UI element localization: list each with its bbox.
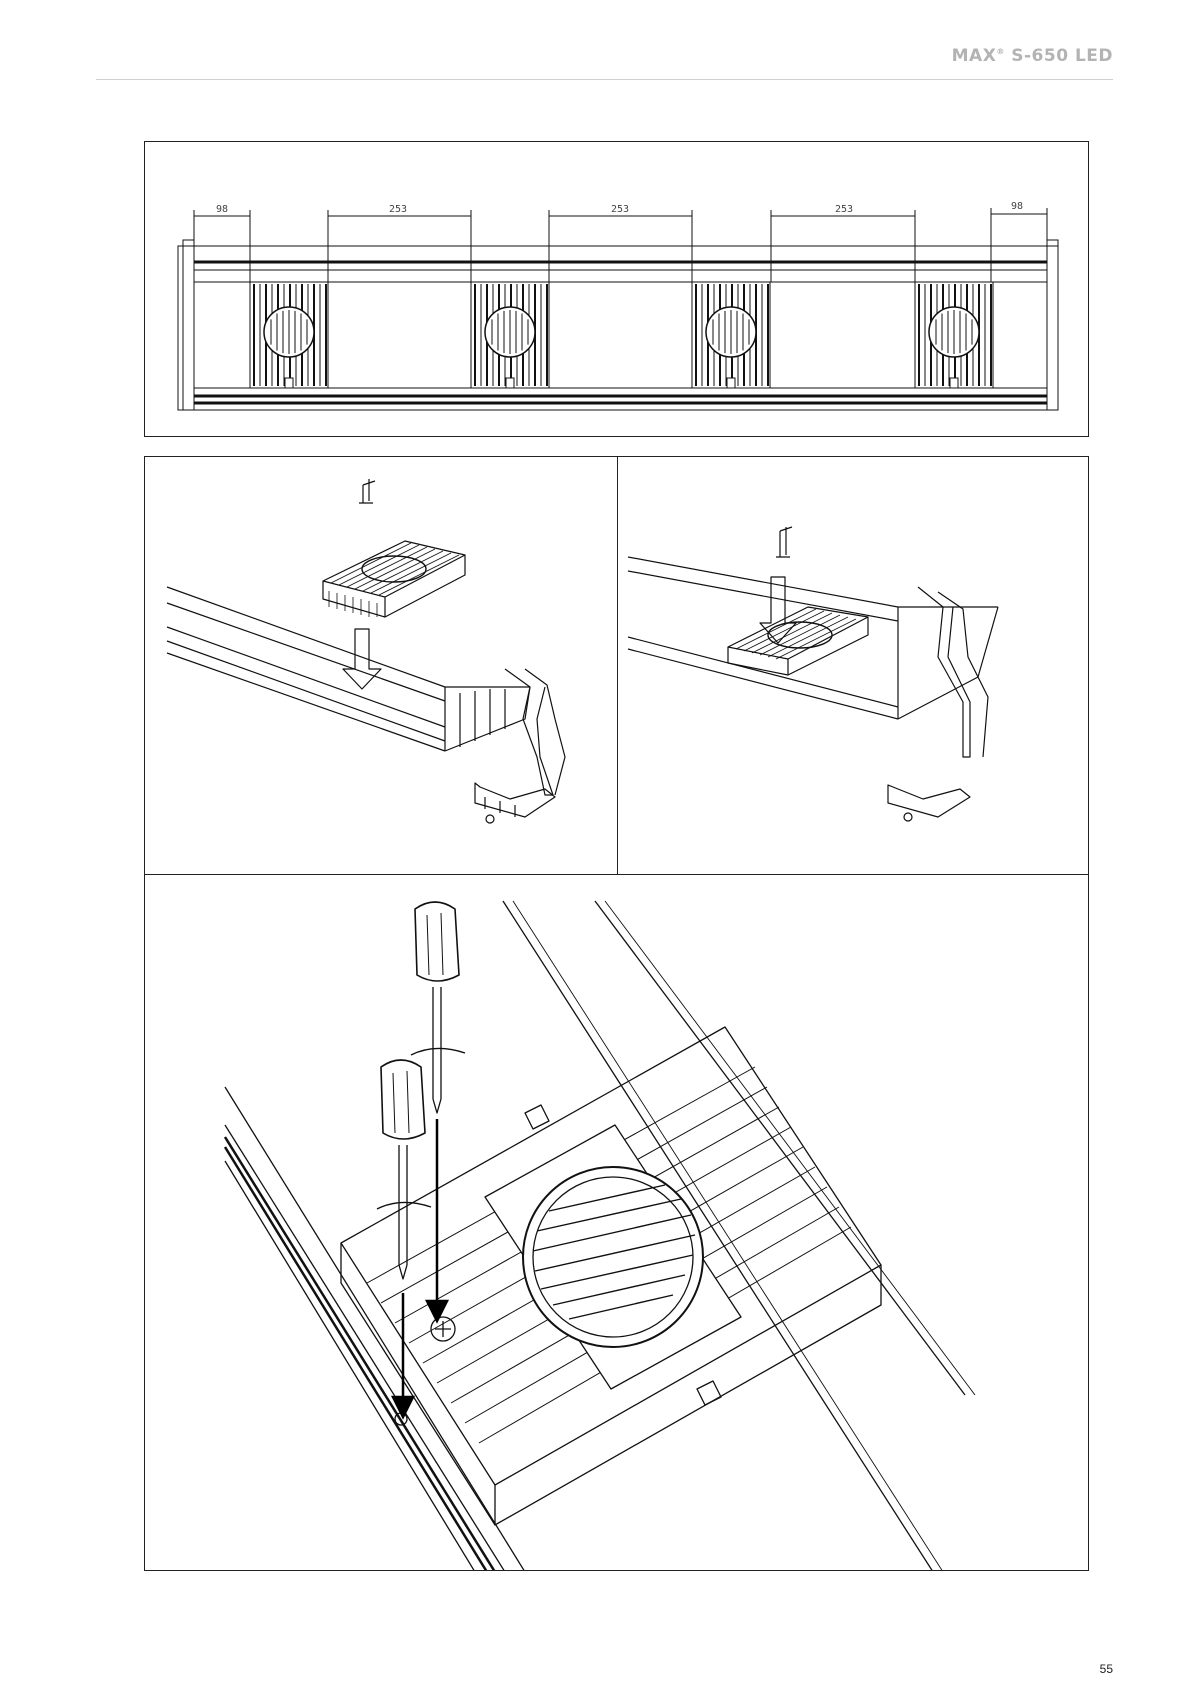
led-module-4: [915, 282, 993, 388]
led-module-3: [692, 282, 770, 388]
brand-name: MAX: [952, 46, 997, 66]
led-module-1: [250, 282, 328, 388]
page-number: 55: [1100, 1662, 1113, 1676]
insert-module-drawing: [145, 457, 618, 875]
assembly-step-fix-clip: [617, 456, 1089, 875]
front-view-drawing: 98 253 253 253 98: [145, 142, 1089, 437]
assembly-step-insert-module: [144, 456, 618, 875]
dimension-label-4: 253: [835, 204, 853, 215]
header-divider: [96, 79, 1113, 80]
dimension-label-1: 98: [216, 204, 228, 215]
screw-module-drawing: [145, 875, 1089, 1571]
model-name: S-650 LED: [1011, 46, 1113, 66]
led-modules: [250, 282, 993, 388]
trademark-symbol: ®: [996, 47, 1005, 56]
page-header-title: MAX® S-650 LED: [952, 46, 1113, 66]
fix-clip-drawing: [618, 457, 1089, 875]
led-module-2: [471, 282, 549, 388]
dimension-lines: [194, 208, 1047, 282]
front-view-diagram: 98 253 253 253 98: [144, 141, 1089, 437]
assembly-step-screw-module: [144, 874, 1089, 1571]
dimension-label-3: 253: [611, 204, 629, 215]
dimension-label-2: 253: [389, 204, 407, 215]
dimension-label-5: 98: [1011, 201, 1023, 212]
